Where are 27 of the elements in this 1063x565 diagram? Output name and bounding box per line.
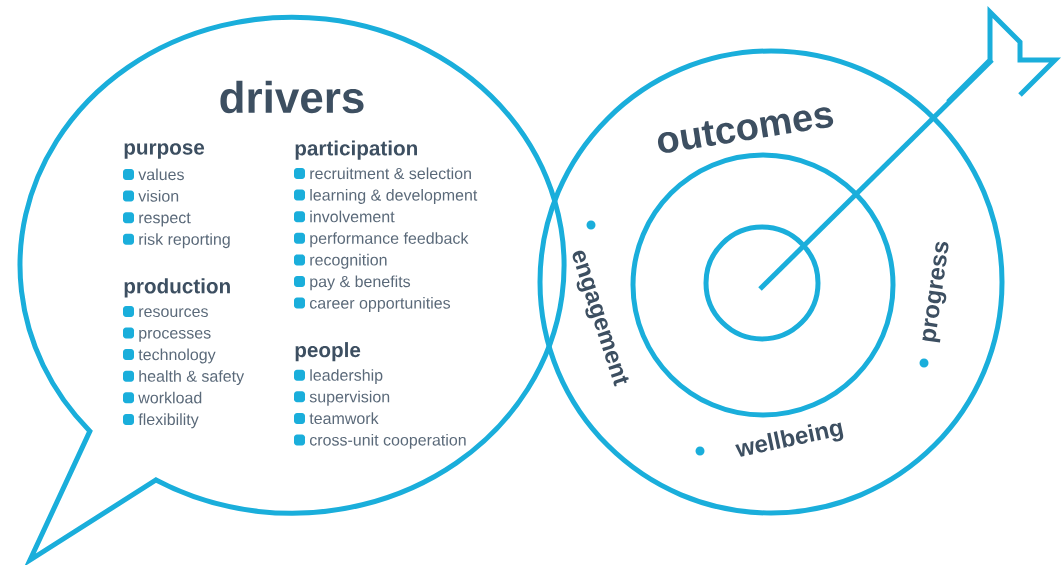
target-ring [630, 152, 896, 418]
list-heading: people [295, 342, 361, 362]
list-item: learning & development [294, 189, 478, 204]
list-item: resources [123, 305, 208, 318]
list-item: processes [123, 327, 211, 342]
list-item: workload [123, 391, 202, 404]
list-item: involvement [294, 210, 395, 223]
list-item: performance feedback [294, 232, 469, 248]
list-item: flexibility [123, 413, 199, 429]
list-item: recognition [294, 253, 387, 269]
list-item: teamwork [294, 412, 379, 425]
list-item: health & safety [123, 370, 245, 386]
target-ring [703, 224, 821, 342]
list-item: career opportunities [294, 297, 451, 312]
list-heading: production [124, 278, 230, 298]
list-item: pay & benefits [294, 275, 411, 291]
list-item: leadership [294, 369, 383, 385]
list-item: supervision [294, 390, 390, 406]
list-item: vision [123, 190, 179, 202]
list-item: risk reporting [123, 233, 230, 249]
list-heading: purpose [124, 143, 205, 159]
list-item: cross-unit cooperation [294, 433, 466, 449]
list-item: respect [123, 212, 191, 227]
list-item: recruitment & selection [294, 167, 471, 180]
list-item: technology [123, 348, 216, 364]
list-heading: participation [295, 140, 417, 160]
list-item: values [123, 168, 184, 181]
